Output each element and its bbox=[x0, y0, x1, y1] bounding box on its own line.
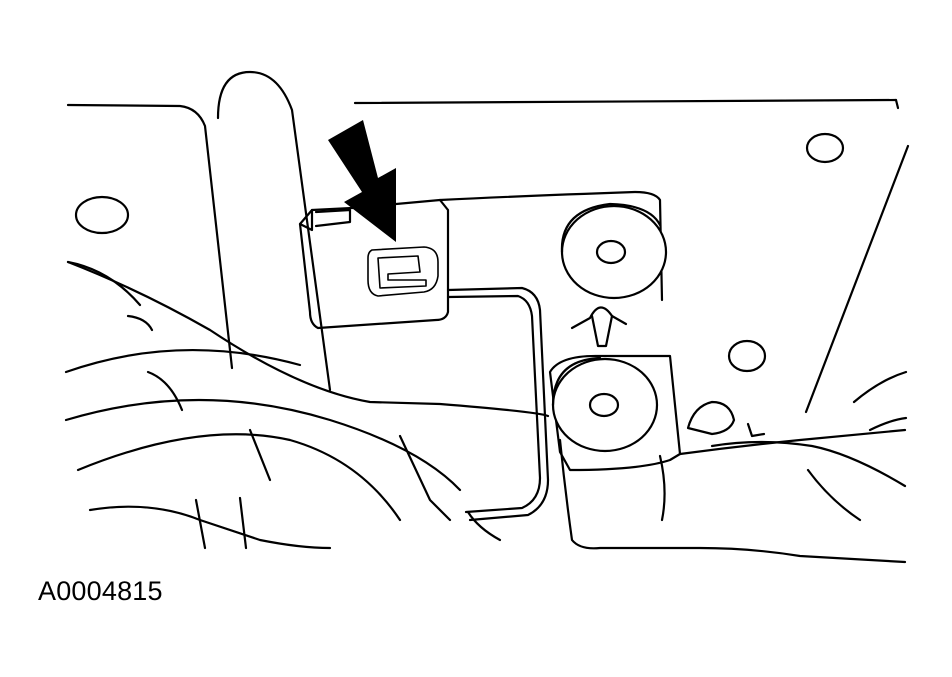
lower-pulley-hub bbox=[588, 392, 620, 418]
panel-hole-upper-right bbox=[805, 132, 845, 164]
guide-clip bbox=[570, 306, 628, 348]
latch-bracket bbox=[298, 198, 450, 330]
body-panel bbox=[66, 70, 910, 414]
lower-trim bbox=[558, 370, 908, 564]
fastener bbox=[686, 400, 766, 438]
panel-holes bbox=[74, 132, 845, 373]
lower-pulley bbox=[548, 354, 682, 472]
slot-opening bbox=[367, 246, 439, 297]
upper-pulley-hub bbox=[595, 239, 627, 265]
panel-hole-lower-right bbox=[727, 339, 767, 373]
panel-hole-left bbox=[74, 195, 130, 235]
upper-pulley bbox=[560, 202, 668, 300]
floor-panel bbox=[64, 260, 550, 550]
indicator-arrow bbox=[328, 120, 396, 242]
figure-id-label: A0004815 bbox=[38, 576, 163, 606]
cable bbox=[438, 190, 664, 522]
